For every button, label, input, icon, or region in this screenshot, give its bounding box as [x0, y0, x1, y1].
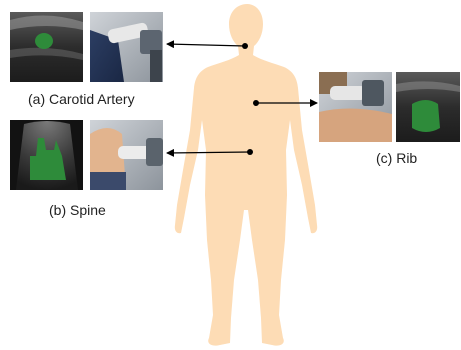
rib-robot-photo [319, 72, 392, 142]
caption-rib: (c) Rib [376, 150, 417, 166]
human-body-silhouette [175, 4, 317, 346]
carotid-robot-photo [90, 12, 163, 82]
spine-ultrasound-image [10, 120, 83, 190]
spine-robot-photo [90, 120, 163, 190]
rib-ultrasound-image [396, 72, 460, 142]
carotid-ultrasound-image [10, 12, 83, 82]
caption-carotid-artery: (a) Carotid Artery [28, 91, 135, 107]
caption-spine: (b) Spine [49, 202, 106, 218]
